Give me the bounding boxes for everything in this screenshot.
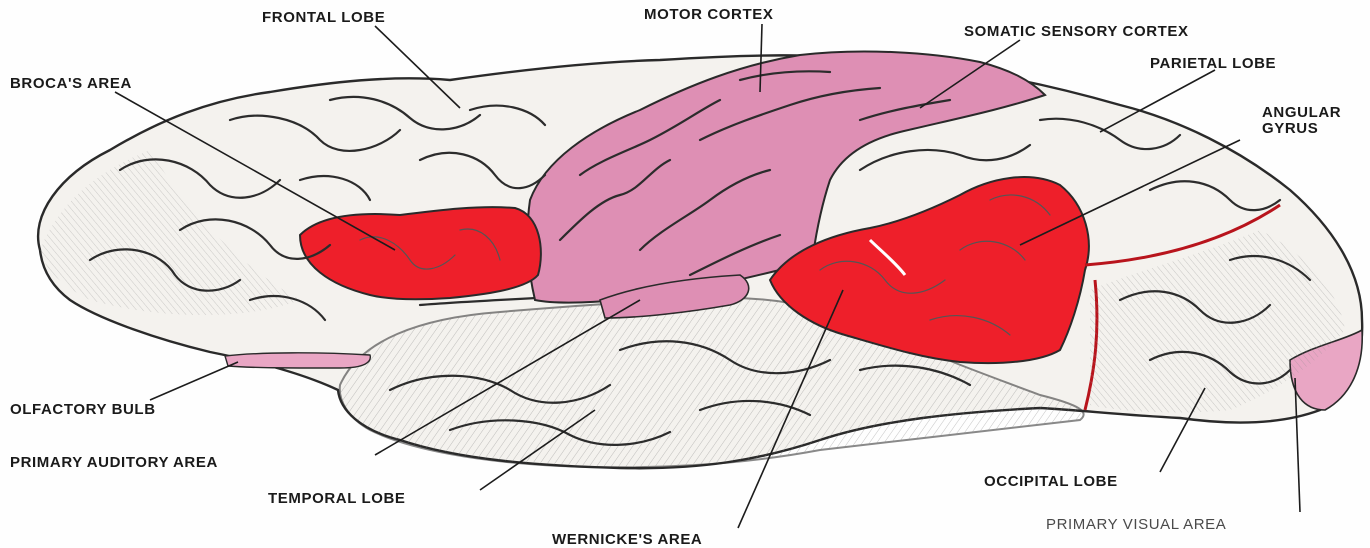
label-temporal-lobe: TEMPORAL LOBE: [268, 490, 406, 507]
label-frontal-lobe: FRONTAL LOBE: [262, 9, 385, 26]
label-motor-cortex: MOTOR CORTEX: [644, 6, 773, 23]
label-occipital-lobe: OCCIPITAL LOBE: [984, 473, 1118, 490]
label-primary-visual-area: PRIMARY VISUAL AREA: [1046, 516, 1226, 533]
label-wernickes-area: WERNICKE'S AREA: [552, 531, 702, 548]
leader-olfactory-bulb: [150, 362, 238, 400]
label-olfactory-bulb: OLFACTORY BULB: [10, 401, 156, 418]
label-primary-auditory-area: PRIMARY AUDITORY AREA: [10, 454, 218, 471]
label-angular-gyrus-line1: ANGULAR: [1262, 104, 1341, 121]
label-angular-gyrus-line2: GYRUS: [1262, 120, 1318, 137]
label-brocas-area: BROCA'S AREA: [10, 75, 132, 92]
label-somatic-sensory-cortex: SOMATIC SENSORY CORTEX: [964, 23, 1189, 40]
olfactory-bulb-shape: [225, 353, 370, 368]
label-parietal-lobe: PARIETAL LOBE: [1150, 55, 1276, 72]
